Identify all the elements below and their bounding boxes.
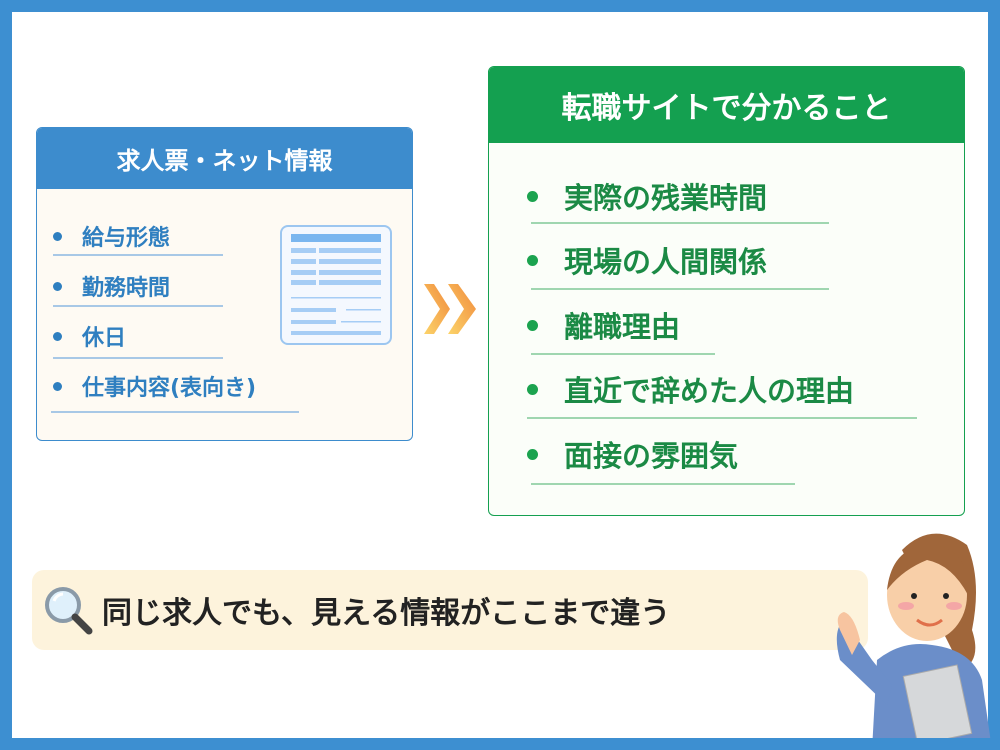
list-item: 直近で辞めた人の理由 <box>527 368 854 410</box>
infographic: 求人票・ネット情報 給与形態 勤務時間 休日 仕事内容(表向き) 転職サイトで分… <box>12 12 991 738</box>
divider <box>51 411 299 413</box>
bullet-icon <box>527 383 538 395</box>
bullet-icon <box>527 319 538 331</box>
list-item-label: 直近で辞めた人の理由 <box>564 374 855 408</box>
double-chevron-right-icon <box>424 284 476 334</box>
list-item-label: 実際の残業時間 <box>564 181 768 215</box>
list-item: 現場の人間関係 <box>527 239 767 281</box>
divider <box>527 417 917 419</box>
divider <box>531 222 829 224</box>
divider <box>531 288 829 290</box>
divider <box>531 483 795 485</box>
job-posting-card-title: 求人票・ネット情報 <box>37 128 412 189</box>
list-item-label: 給与形態 <box>82 226 171 251</box>
job-site-insights-card: 転職サイトで分かること 実際の残業時間 現場の人間関係 離職理由 直近で辞めた人… <box>488 66 965 516</box>
list-item: 面接の雰囲気 <box>527 433 738 475</box>
magnifier-icon <box>45 587 93 635</box>
list-item: 勤務時間 <box>53 270 170 302</box>
job-site-insights-card-title: 転職サイトで分かること <box>489 67 964 143</box>
list-item-label: 勤務時間 <box>82 276 171 301</box>
bullet-icon <box>527 448 538 460</box>
bullet-icon <box>53 381 62 391</box>
divider <box>53 357 223 359</box>
bullet-icon <box>527 254 538 266</box>
divider <box>531 353 715 355</box>
businesswoman-illustration <box>836 533 991 738</box>
bullet-icon <box>53 281 62 291</box>
list-item: 休日 <box>53 320 126 352</box>
bullet-icon <box>53 331 62 341</box>
job-posting-card: 求人票・ネット情報 給与形態 勤務時間 休日 仕事内容(表向き) <box>36 127 413 441</box>
document-icon <box>280 225 392 345</box>
bullet-icon <box>527 190 538 202</box>
list-item-label: 面接の雰囲気 <box>564 439 739 473</box>
divider <box>53 254 223 256</box>
list-item: 実際の残業時間 <box>527 175 767 217</box>
list-item: 離職理由 <box>527 304 680 346</box>
list-item-label: 現場の人間関係 <box>564 245 768 279</box>
bullet-icon <box>53 231 62 241</box>
list-item-label: 仕事内容(表向き) <box>82 376 257 401</box>
summary-banner: 同じ求人でも、見える情報がここまで違う <box>32 570 868 650</box>
list-item-label: 休日 <box>82 326 127 351</box>
divider <box>53 305 223 307</box>
list-item: 給与形態 <box>53 220 170 252</box>
summary-text: 同じ求人でも、見える情報がここまで違う <box>102 596 671 631</box>
list-item: 仕事内容(表向き) <box>53 370 256 402</box>
list-item-label: 離職理由 <box>564 310 681 344</box>
